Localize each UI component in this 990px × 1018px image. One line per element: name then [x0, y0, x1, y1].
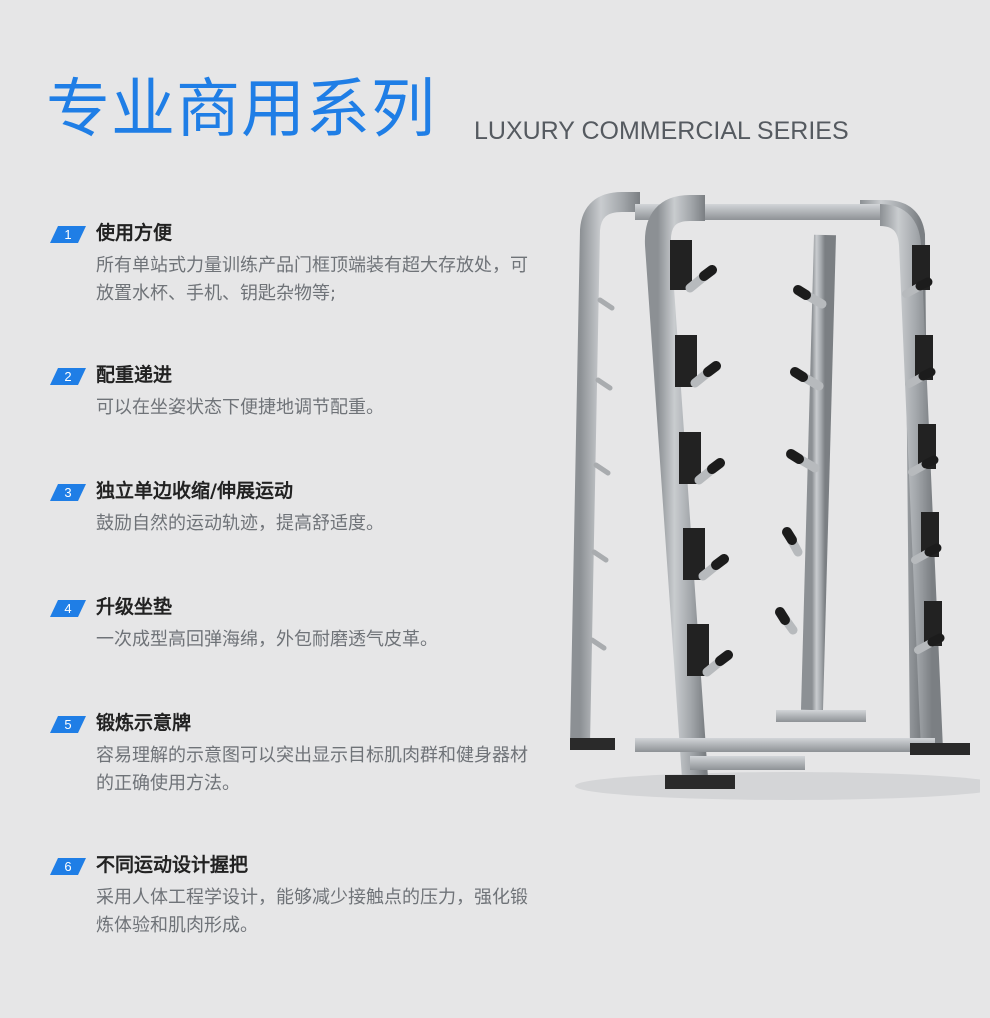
- feature-item-4: 4 升级坐垫 一次成型高回弹海绵，外包耐磨透气皮革。: [50, 594, 550, 654]
- number-badge: 1: [50, 226, 86, 243]
- number-badge: 2: [50, 368, 86, 385]
- series-title-cn: 专业商用系列: [46, 73, 436, 147]
- feature-desc: 容易理解的示意图可以突出显示目标肌肉群和健身器材的正确使用方法。: [96, 745, 528, 794]
- feature-desc: 所有单站式力量训练产品门框顶端装有超大存放处，可放置水杯、手机、钥匙杂物等;: [96, 255, 528, 304]
- badge-shape-icon: [50, 858, 86, 875]
- feature-item-1: 1 使用方便 所有单站式力量训练产品门框顶端装有超大存放处，可放置水杯、手机、钥…: [50, 220, 550, 308]
- series-title-en: LUXURY COMMERCIAL SERIES: [474, 117, 849, 145]
- number-badge: 6: [50, 858, 86, 875]
- feature-item-2: 2 配重递进 可以在坐姿状态下便捷地调节配重。: [50, 362, 550, 422]
- feature-title: 配重递进: [96, 364, 173, 386]
- badge-shape-icon: [50, 600, 86, 617]
- badge-shape-icon: [50, 716, 86, 733]
- barbell-rack-image: [570, 192, 980, 800]
- feature-item-5: 5 锻炼示意牌 容易理解的示意图可以突出显示目标肌肉群和健身器材的正确使用方法。: [50, 710, 550, 798]
- feature-item-6: 6 不同运动设计握把 采用人体工程学设计，能够减少接触点的压力，强化锻炼体验和肌…: [50, 852, 550, 940]
- badge-shape-icon: [50, 226, 86, 243]
- feature-title: 独立单边收缩/伸展运动: [96, 480, 293, 502]
- number-badge: 5: [50, 716, 86, 733]
- feature-title: 使用方便: [96, 222, 173, 244]
- feature-desc: 一次成型高回弹海绵，外包耐磨透气皮革。: [96, 629, 438, 650]
- feature-desc: 采用人体工程学设计，能够减少接触点的压力，强化锻炼体验和肌肉形成。: [96, 887, 528, 936]
- badge-shape-icon: [50, 368, 86, 385]
- feature-title: 升级坐垫: [96, 596, 173, 618]
- feature-desc: 鼓励自然的运动轨迹，提高舒适度。: [96, 513, 384, 534]
- feature-desc: 可以在坐姿状态下便捷地调节配重。: [96, 397, 384, 418]
- feature-title: 锻炼示意牌: [96, 712, 192, 734]
- badge-shape-icon: [50, 484, 86, 501]
- feature-title: 不同运动设计握把: [96, 854, 249, 876]
- number-badge: 3: [50, 484, 86, 501]
- feature-item-3: 3 独立单边收缩/伸展运动 鼓励自然的运动轨迹，提高舒适度。: [50, 478, 550, 538]
- number-badge: 4: [50, 600, 86, 617]
